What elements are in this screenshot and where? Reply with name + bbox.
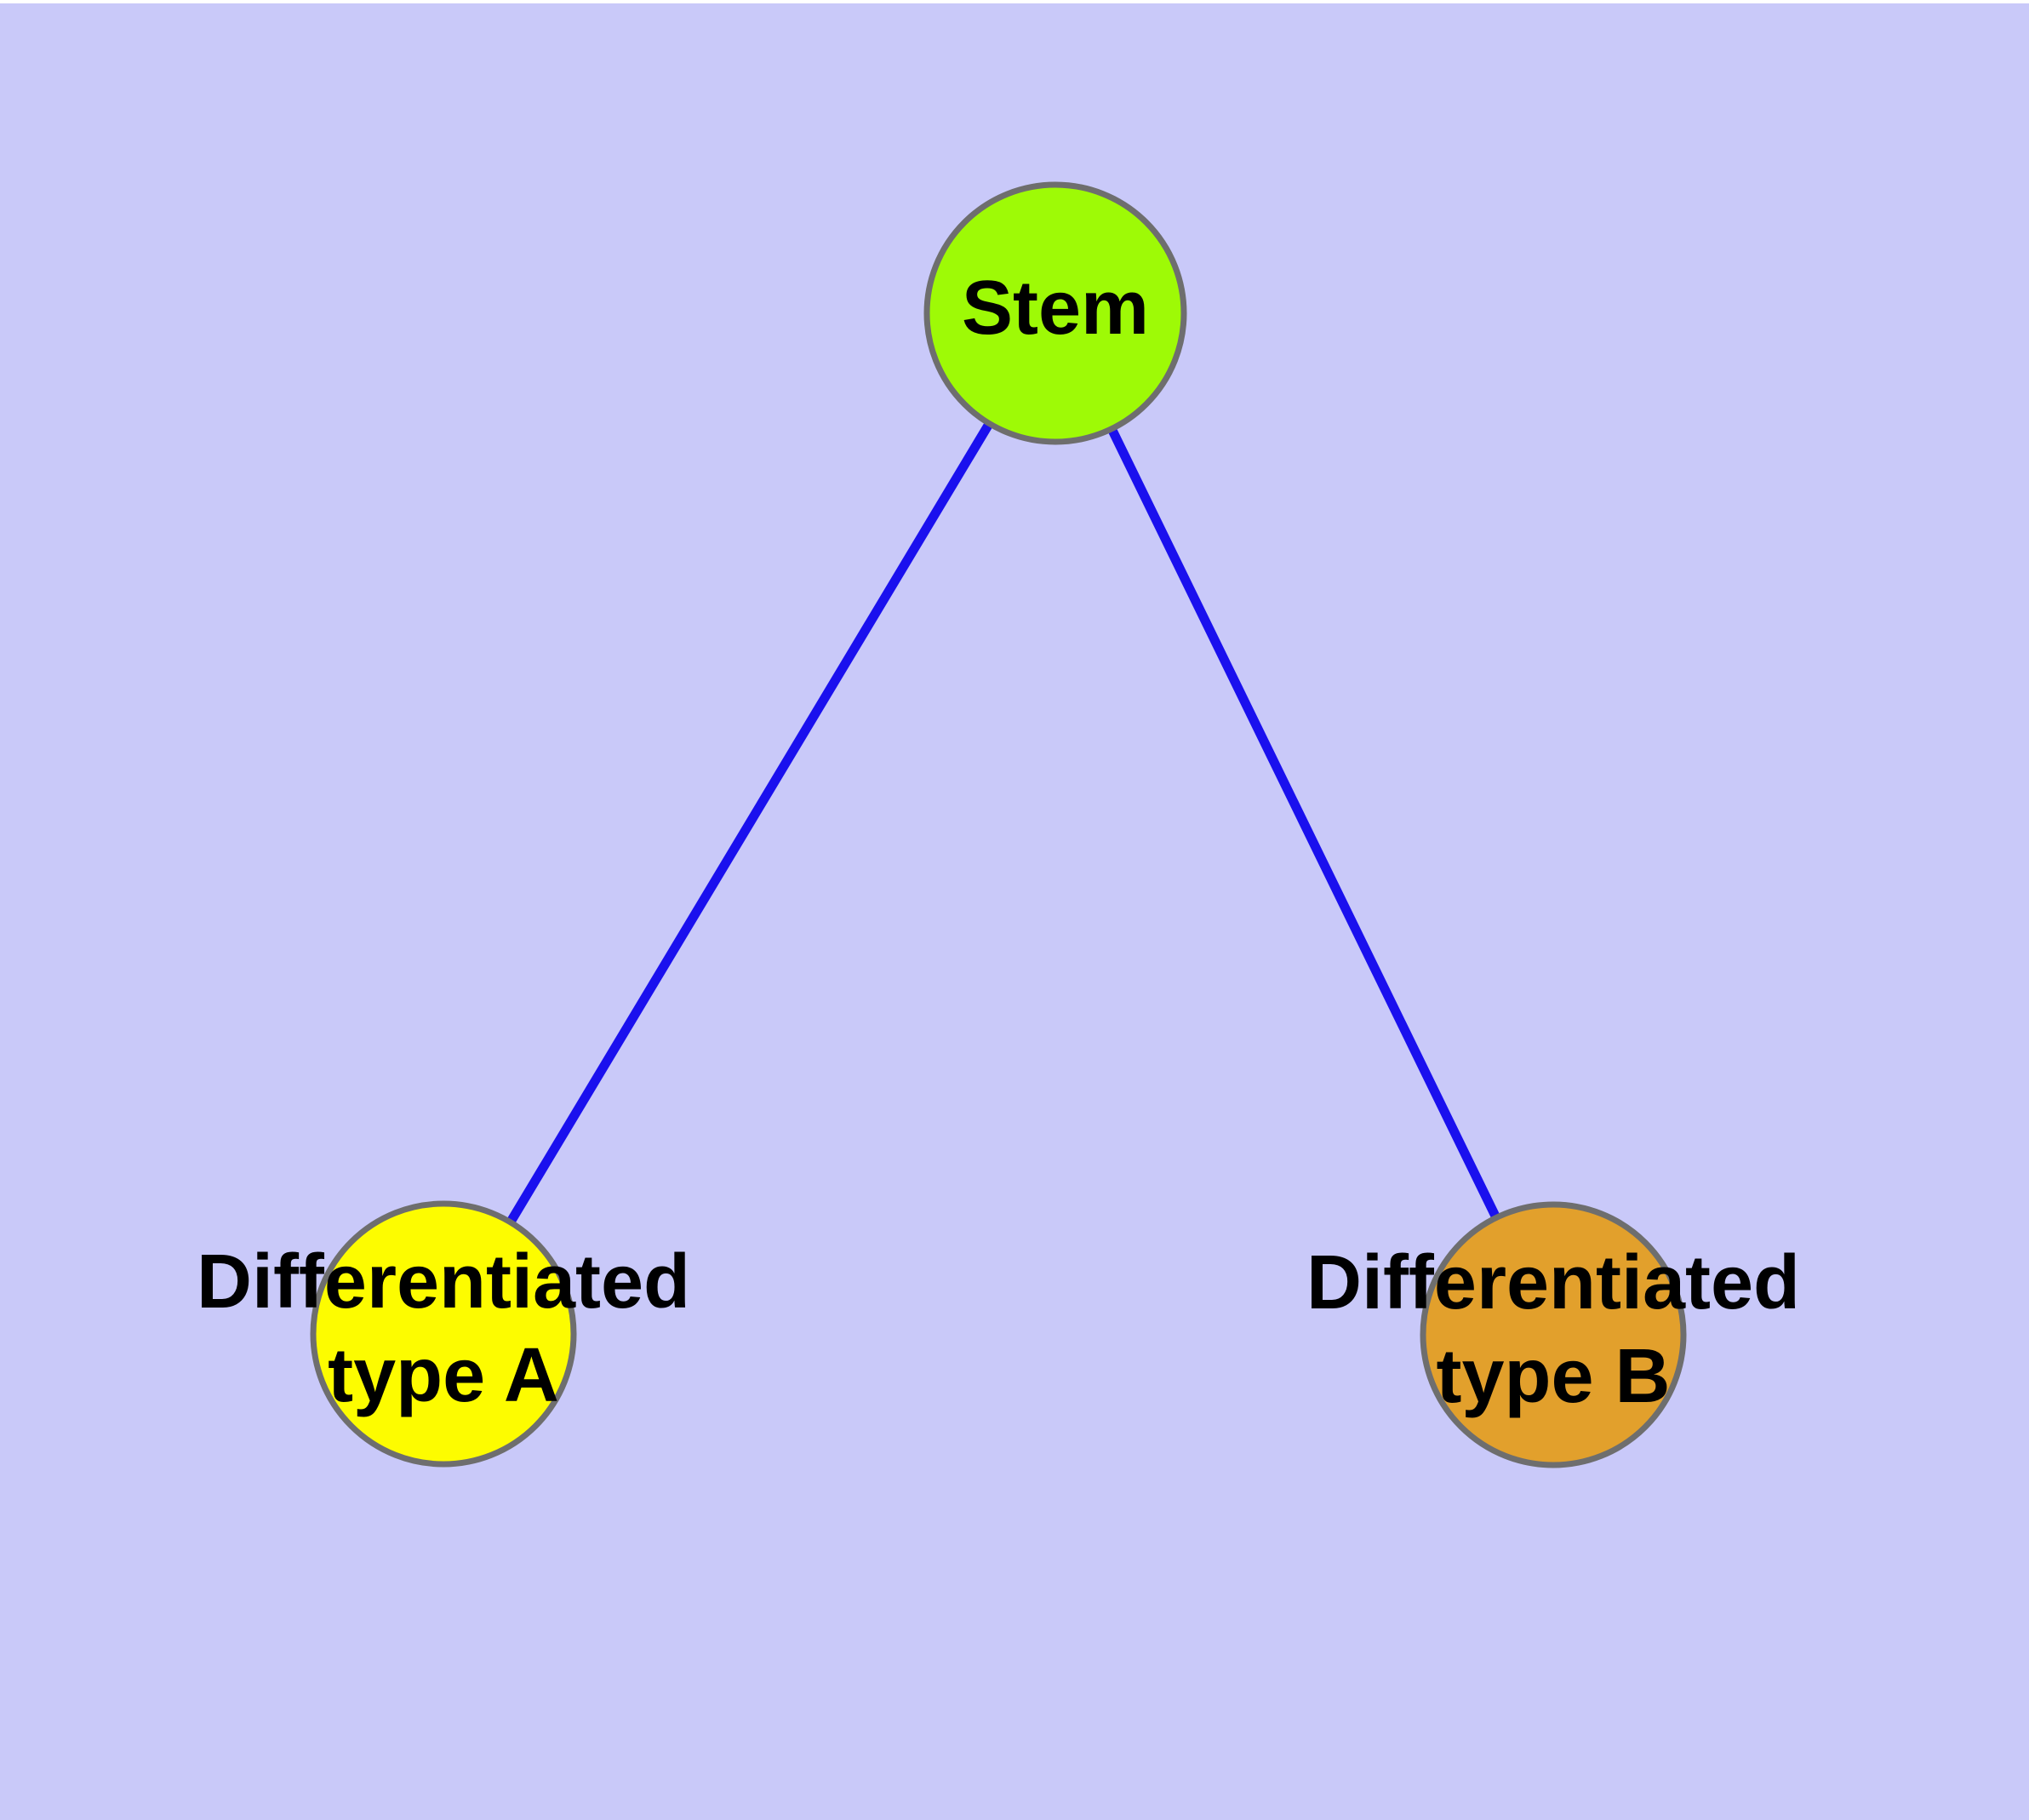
node-differentiated-type-b-circle[interactable] (1420, 1201, 1687, 1468)
node-differentiated-type-b[interactable] (1420, 1201, 1687, 1468)
edge-stem-to-differentiated-type-b[interactable] (1106, 425, 1501, 1222)
edge-layer (505, 419, 1501, 1227)
node-differentiated-type-b-label: Differentiated type B (1306, 1240, 1800, 1419)
node-label-line: Stem (962, 266, 1149, 351)
node-stem[interactable] (923, 181, 1187, 445)
node-differentiated-type-a-circle[interactable] (310, 1200, 577, 1468)
node-label-line: Differentiated (197, 1239, 690, 1325)
node-layer (310, 181, 1687, 1468)
edge-stem-to-differentiated-type-a[interactable] (505, 419, 995, 1227)
node-label-line: type A (328, 1333, 559, 1418)
node-stem-label: Stem (962, 266, 1149, 351)
node-stem-circle[interactable] (923, 181, 1187, 445)
node-label-line: Differentiated (1306, 1240, 1800, 1325)
node-differentiated-type-a[interactable] (310, 1200, 577, 1468)
node-label-line: type B (1436, 1334, 1670, 1419)
